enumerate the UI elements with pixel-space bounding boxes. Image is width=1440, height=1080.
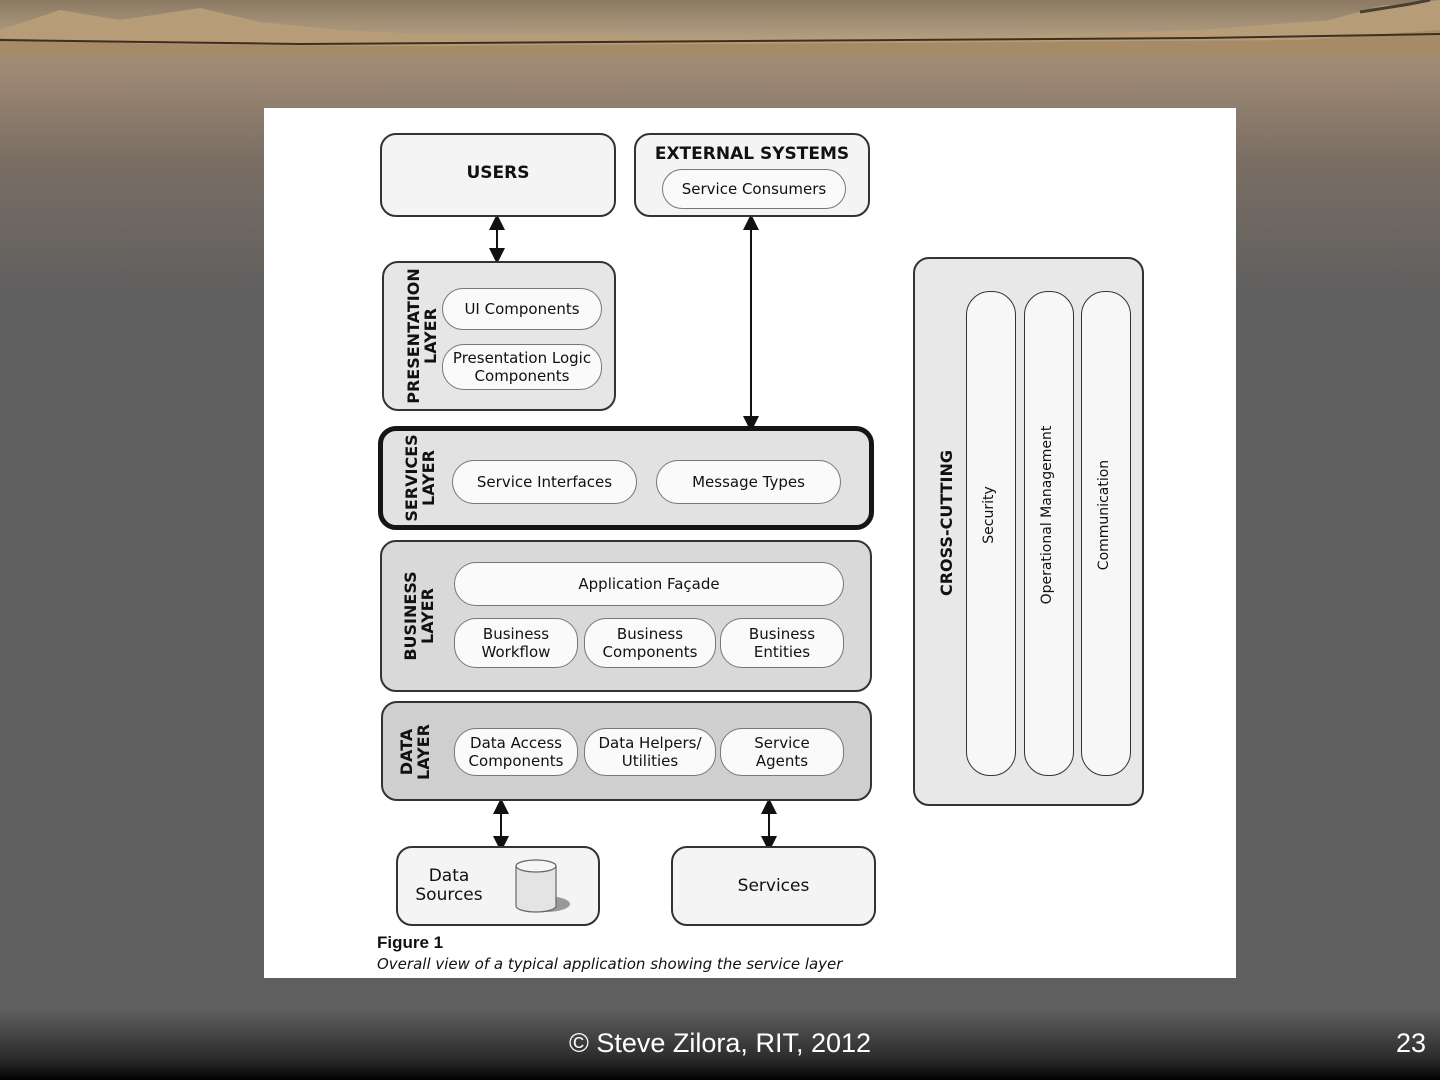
- application-facade-pill: Application Façade: [454, 562, 844, 606]
- figure-title: Figure 1: [377, 933, 444, 952]
- decorative-landscape-banner: [0, 0, 1440, 55]
- service-consumers-pill: Service Consumers: [662, 169, 846, 209]
- message-types-pill: Message Types: [656, 460, 841, 504]
- connector-arrows: [489, 214, 777, 852]
- architecture-figure: USERS EXTERNAL SYSTEMS Service Consumers…: [264, 108, 1236, 978]
- service-agents-pill: Service Agents: [720, 728, 844, 776]
- ui-components-pill: UI Components: [442, 288, 602, 330]
- business-layer-label: BUSINESS LAYER: [401, 571, 437, 661]
- figure-caption: Overall view of a typical application sh…: [377, 955, 843, 973]
- users-label: USERS: [466, 163, 530, 183]
- external-systems-label: EXTERNAL SYSTEMS: [654, 144, 850, 164]
- footer-copyright: © Steve Zilora, RIT, 2012: [568, 1028, 872, 1058]
- operational-management-label: Operational Management: [1039, 425, 1055, 605]
- data-access-pill: Data Access Components: [454, 728, 578, 776]
- data-sources-box: [396, 846, 600, 926]
- data-sources-label: Data Sources: [415, 866, 483, 905]
- data-helpers-pill: Data Helpers/ Utilities: [584, 728, 716, 776]
- users-box: [380, 133, 616, 217]
- cross-cutting-label: CROSS-CUTTING: [937, 449, 956, 597]
- security-label: Security: [981, 486, 997, 544]
- security-column: [966, 291, 1016, 776]
- presentation-logic-pill: Presentation Logic Components: [442, 344, 602, 390]
- services-layer-label: SERVICES LAYER: [402, 434, 438, 522]
- service-interfaces-pill: Service Interfaces: [452, 460, 637, 504]
- data-layer-label: DATA LAYER: [397, 724, 433, 780]
- services-label: Services: [737, 876, 810, 896]
- communication-label: Communication: [1096, 459, 1112, 571]
- services-box: [671, 846, 876, 926]
- operational-management-column: [1024, 291, 1074, 776]
- business-workflow-pill: Business Workflow: [454, 618, 578, 668]
- database-icon: [515, 859, 570, 913]
- communication-column: [1081, 291, 1131, 776]
- business-components-pill: Business Components: [584, 618, 716, 668]
- business-entities-pill: Business Entities: [720, 618, 844, 668]
- presentation-layer-label: PRESENTATION LAYER: [404, 268, 440, 404]
- slide-page-number: 23: [1395, 1028, 1426, 1058]
